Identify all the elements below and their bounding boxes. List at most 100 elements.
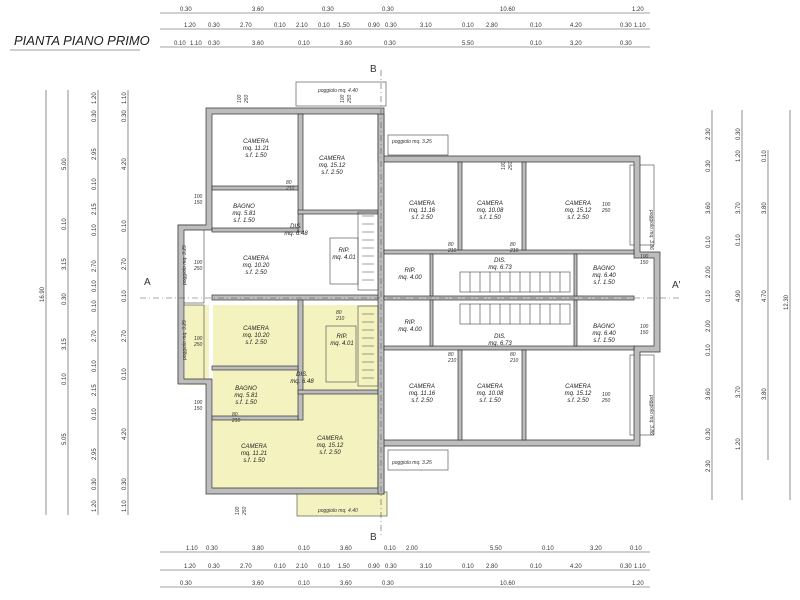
top-dim-3-3: 3.60 (252, 41, 264, 47)
left-dim-3-6: 2.70 (122, 330, 128, 342)
left-dim-2-7: 0.10 (92, 280, 98, 292)
top-dim-2-14: 0.30 (620, 23, 632, 29)
room-9-sf: s.f. 1.50 (235, 400, 257, 406)
top-dim-2-3: 0.10 (274, 23, 286, 29)
bottom-dim-1-4: 3.60 (340, 546, 352, 552)
opening-18: 100 (640, 254, 649, 260)
top-dim-2-9: 3.10 (420, 23, 432, 29)
outer-wall-ring (177, 107, 661, 495)
bottom-dim-3-3: 3.60 (340, 581, 352, 587)
opening-3: 210 (285, 186, 295, 192)
room-12-area: mq. 11.16 (409, 208, 436, 214)
left-dim-1-2: 3.15 (62, 258, 68, 270)
room-9-area: mq. 5.81 (234, 393, 257, 399)
section-mark-b-bottom: B (370, 532, 377, 543)
room-23-area: mq. 15.12 (565, 391, 592, 397)
opening-1: 250 (244, 94, 250, 104)
opening-labels: 100 250 80 210 100 150 100 250 80 210 10… (193, 94, 649, 516)
left-dim-1-1: 0.10 (62, 218, 68, 230)
opening-36: 80 (336, 310, 342, 316)
room-18-area: mq. 4.00 (398, 327, 422, 333)
top-dim-3-0: 0.10 (174, 41, 186, 47)
room-20-sf: s.f. 1.50 (593, 338, 615, 344)
wall-h-bagno2-bottom (211, 415, 299, 421)
opening-17: 250 (347, 94, 353, 104)
room-16-name: DIS. (494, 258, 506, 264)
opening-19: 150 (640, 260, 649, 266)
bottom-dim-3-4: 0.30 (382, 581, 394, 587)
room-10-sf: s.f. 1.50 (243, 458, 265, 464)
opening-11: 150 (194, 406, 203, 412)
top-dim-2-0: 1.20 (184, 23, 196, 29)
wall-h-camera2-top (297, 389, 379, 395)
top-dim-2-2: 2.70 (240, 23, 252, 29)
room-2-sf: s.f. 1.50 (233, 218, 255, 224)
top-dim-3-7: 5.50 (462, 41, 474, 47)
stair-left-bottom (357, 305, 379, 387)
opening-34: 80 (510, 352, 516, 358)
right-dim-1-3: 0.10 (706, 236, 712, 248)
wall-v-left-bottom (297, 299, 304, 421)
room-7-name: RIP. (337, 334, 348, 340)
room-11-sf: s.f. 2.50 (319, 450, 341, 456)
top-dim-2-10: 0.10 (462, 23, 474, 29)
opening-4: 100 (194, 194, 203, 200)
left-dim-3-2: 4.20 (122, 158, 128, 170)
opening-23: 250 (601, 208, 611, 214)
left-dim-2-15: 1.20 (92, 500, 98, 512)
room-15-area: mq. 4.00 (398, 275, 422, 281)
balcony-label-7: poggiolo mq. 4.40 (317, 508, 358, 514)
room-6-name: CAMERA (243, 326, 269, 332)
opening-16: 100 (340, 94, 346, 103)
left-dim-2-3: 0.10 (92, 178, 98, 190)
top-dim-1-1: 3.60 (252, 7, 264, 13)
room-4-name: CAMERA (243, 256, 269, 262)
wall-v-bagno-right-top (573, 253, 578, 297)
right-dim-1-8: 3.60 (706, 388, 712, 400)
balcony-right-top (629, 164, 655, 246)
opening-2: 80 (286, 180, 292, 186)
balcony-top-left (295, 81, 387, 107)
wall-h-center-left (211, 294, 379, 301)
right-dim-3-0: 0.10 (762, 150, 768, 162)
left-dim-2-12: 0.10 (92, 408, 98, 420)
bottom-dim-2-7: 0.90 (368, 564, 380, 570)
bottom-dim-2-12: 0.10 (530, 564, 542, 570)
opening-15: 250 (242, 506, 248, 516)
opening-0: 100 (237, 94, 243, 103)
room-11-name: CAMERA (317, 436, 343, 442)
room-16-area: mq. 6.73 (488, 265, 512, 271)
left-dim-3-5: 0.10 (122, 290, 128, 302)
opening-32: 80 (448, 352, 454, 358)
right-dim-1-4: 2.00 (706, 266, 712, 278)
highlight-area-main (213, 305, 380, 492)
top-dim-3-9: 3.20 (570, 41, 582, 47)
left-dim-2-5: 0.10 (92, 224, 98, 236)
stair-treads-4 (469, 304, 561, 324)
stair-treads-3 (469, 272, 561, 292)
bottom-dim-2-15: 1.10 (634, 564, 646, 570)
room-6-sf: s.f. 2.50 (245, 340, 267, 346)
wall-v-r2 (521, 161, 527, 251)
left-dim-3-0: 1.10 (122, 92, 128, 104)
wall-v-rip-right-bottom (429, 299, 434, 347)
balcony-right-bottom (629, 354, 655, 436)
wall-h-bagno-top (211, 185, 299, 191)
top-dim-3-8: 0.10 (530, 41, 542, 47)
opening-10: 100 (194, 400, 203, 406)
room-14-area: mq. 15.12 (565, 208, 592, 214)
right-dim-2-3: 0.10 (736, 234, 742, 246)
bottom-dim-3-1: 3.60 (252, 581, 264, 587)
bottom-dim-2-6: 1.50 (338, 564, 350, 570)
opening-22: 100 (602, 202, 611, 208)
right-dim-1-7: 0.10 (706, 344, 712, 356)
wall-v-r4 (521, 349, 527, 441)
left-dim-2-10: 0.10 (92, 360, 98, 372)
balcony-bottom-mid (387, 449, 449, 471)
highlighted-unit (185, 305, 387, 516)
top-dim-1-4: 10.60 (500, 7, 516, 13)
opening-26: 100 (501, 161, 507, 170)
opening-27: 250 (508, 161, 514, 171)
bottom-dim-1-7: 5.50 (490, 546, 502, 552)
